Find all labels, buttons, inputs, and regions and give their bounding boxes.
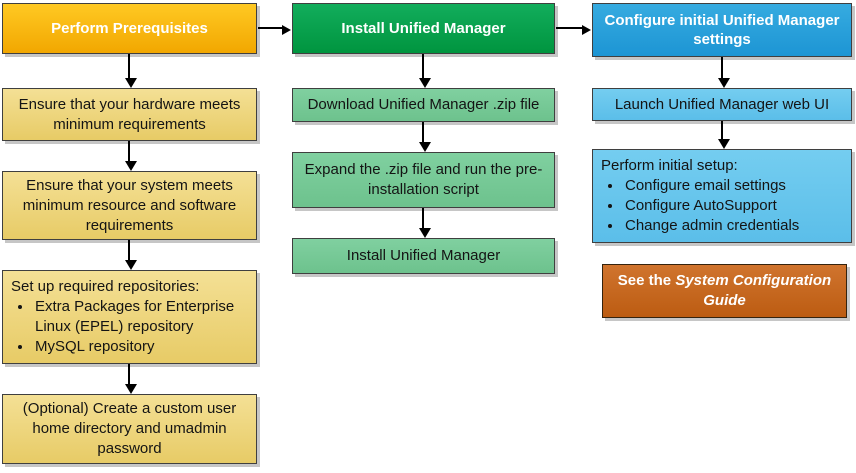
step-title: Perform initial setup: [601, 157, 738, 174]
note-system-configuration-guide: See the System Configuration Guide [602, 264, 847, 318]
step-download-zip: Download Unified Manager .zip file [292, 88, 555, 122]
list-item: Extra Packages for Enterprise Linux (EPE… [33, 297, 248, 337]
step-label: Ensure that your hardware meets minimum … [18, 95, 241, 133]
header-label: Install Unified Manager [341, 20, 506, 37]
step-expand-zip-run-script: Expand the .zip file and run the pre-ins… [292, 152, 555, 208]
arrow-down-icon [125, 364, 137, 394]
arrow-down-icon [718, 121, 730, 149]
list-item: Configure email settings [623, 176, 799, 196]
step-label: Ensure that your system meets minimum re… [22, 176, 237, 234]
note-label: See the System Configuration Guide [611, 271, 838, 311]
header-label: Perform Prerequisites [51, 20, 208, 37]
arrow-down-icon [125, 240, 137, 270]
header-configure-initial-settings: Configure initial Unified Manager settin… [592, 3, 852, 57]
step-label: Expand the .zip file and run the pre-ins… [304, 161, 543, 198]
step-title: Set up required repositories: [11, 278, 200, 295]
step-label: (Optional) Create a custom user home dir… [22, 400, 237, 457]
step-launch-web-ui: Launch Unified Manager web UI [592, 88, 852, 121]
step-install-unified-manager: Install Unified Manager [292, 238, 555, 274]
note-prefix: See the [617, 272, 676, 289]
step-perform-initial-setup: Perform initial setup: Configure email s… [592, 149, 852, 243]
arrow-down-icon [718, 57, 730, 88]
arrow-down-icon [125, 141, 137, 171]
arrow-down-icon [419, 208, 431, 238]
list-item: MySQL repository [33, 337, 248, 357]
arrow-down-icon [125, 54, 137, 88]
header-install-unified-manager: Install Unified Manager [292, 3, 555, 54]
arrow-right-icon [258, 25, 291, 35]
arrow-down-icon [419, 122, 431, 152]
repository-list: Extra Packages for Enterprise Linux (EPE… [11, 297, 248, 357]
step-label: Launch Unified Manager web UI [614, 95, 830, 113]
header-label: Configure initial Unified Manager settin… [604, 12, 840, 48]
step-setup-repositories: Set up required repositories: Extra Pack… [2, 270, 257, 364]
arrow-right-icon [556, 25, 591, 35]
list-item: Configure AutoSupport [623, 196, 799, 216]
step-label: Install Unified Manager [346, 247, 501, 264]
step-label: Download Unified Manager .zip file [307, 96, 540, 113]
step-optional-home-directory: (Optional) Create a custom user home dir… [2, 394, 257, 464]
header-perform-prerequisites: Perform Prerequisites [2, 3, 257, 54]
step-hardware-requirements: Ensure that your hardware meets minimum … [2, 88, 257, 141]
list-item: Change admin credentials [623, 216, 799, 236]
step-system-requirements: Ensure that your system meets minimum re… [2, 171, 257, 240]
note-guide-title: System Configuration Guide [675, 272, 832, 309]
initial-setup-list: Configure email settings Configure AutoS… [601, 176, 799, 236]
arrow-down-icon [419, 54, 431, 88]
